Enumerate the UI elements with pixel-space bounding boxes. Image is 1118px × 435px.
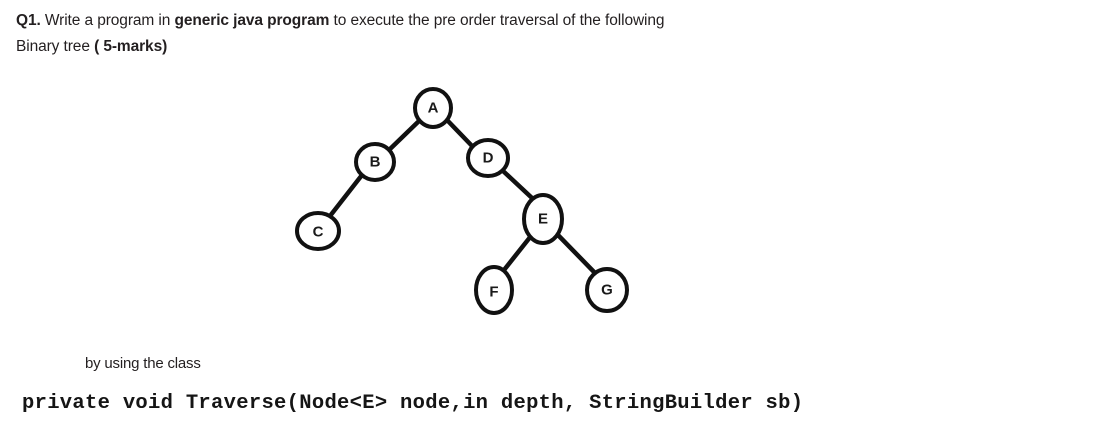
tree-node-e: E [522, 193, 564, 245]
node-circle-c [295, 211, 341, 251]
edge-d-e [499, 167, 535, 201]
question-text-part-2: to execute the pre order traversal of th… [329, 12, 665, 29]
tree-node-b: B [354, 142, 396, 182]
tree-edges [327, 117, 599, 277]
node-label-g: G [601, 282, 613, 299]
question-text-part-1: Write a program in [40, 12, 175, 29]
question-prompt: Q1. Write a program in generic java prog… [16, 8, 846, 60]
edge-a-b [386, 118, 422, 153]
question-number: Q1. [16, 12, 41, 29]
tree-node-c: C [295, 211, 341, 251]
node-circle-b [354, 142, 396, 182]
node-circle-d [466, 138, 510, 178]
node-label-f: F [489, 284, 498, 301]
question-emphasis-generic-java: generic java program [174, 12, 330, 29]
question-marks-badge: ( 5-marks) [94, 38, 168, 55]
tree-node-f: F [474, 265, 514, 315]
node-circle-g [585, 267, 629, 313]
tree-node-a: A [413, 87, 453, 129]
node-label-b: B [370, 154, 381, 171]
question-line2-text: Binary tree [16, 38, 95, 55]
edge-b-c [327, 172, 365, 219]
edge-a-d [444, 117, 477, 151]
node-label-e: E [538, 211, 548, 228]
node-circle-f [474, 265, 514, 315]
method-signature-text: private void Traverse(Node<E> node,in de… [22, 392, 804, 415]
tree-node-g: G [585, 267, 629, 313]
node-label-d: D [483, 150, 494, 167]
node-circle-e [522, 193, 564, 245]
by-using-the-class-text: by using the class [85, 355, 201, 372]
tree-nodes: A B C D E [295, 87, 629, 315]
edge-e-f [501, 233, 534, 273]
node-label-c: C [313, 224, 324, 241]
tree-node-d: D [466, 138, 510, 178]
node-circle-a [413, 87, 453, 129]
edge-e-g [554, 231, 599, 277]
node-label-a: A [428, 100, 439, 117]
